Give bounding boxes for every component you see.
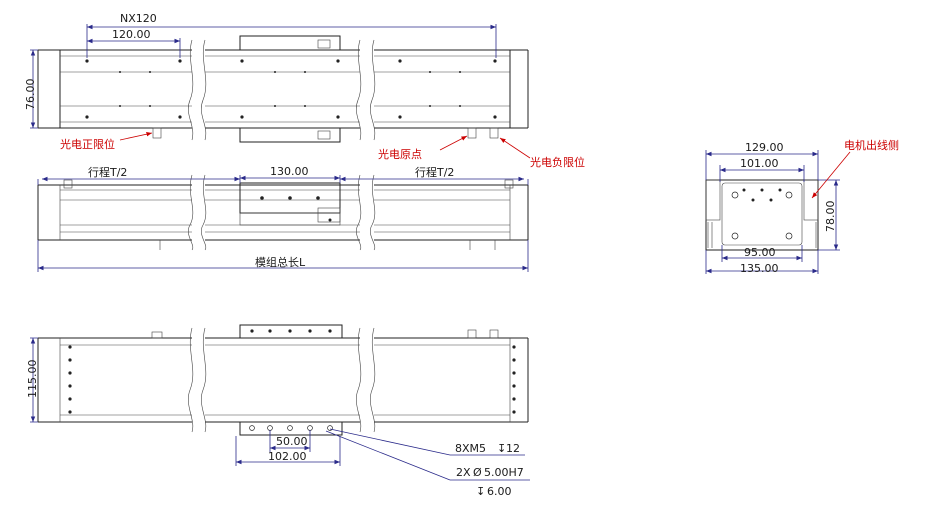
top-carriage [239, 35, 341, 143]
top-rail-body [37, 39, 529, 141]
width-76-label: 76.00 [24, 79, 37, 111]
side-rail-body [37, 174, 529, 251]
bottom-carriage [239, 324, 343, 436]
thread-depth: 12 [506, 442, 520, 455]
top-view: NX120 120.00 76.00 光电正限位 光电原点 光电负限位 [24, 12, 585, 169]
side-carriage [239, 182, 341, 226]
height-115-label: 115.00 [26, 360, 39, 399]
pin-note: 5.00H7 [484, 466, 524, 479]
limit-negative-label: 光电负限位 [530, 155, 585, 169]
pin-depth-symbol: ↧ [476, 485, 485, 498]
total-length-label: 模组总长L [255, 255, 306, 269]
bottom-rail-body [37, 327, 529, 433]
pitch-label: 120.00 [112, 28, 151, 41]
travel-right-label: 行程T/2 [415, 166, 454, 179]
width-135-label: 135.00 [740, 262, 779, 275]
origin-sensor-label: 光电原点 [378, 147, 422, 161]
thread-depth-symbol: ↧ [497, 442, 506, 455]
nx-label: NX120 [120, 12, 157, 25]
hole-span-label: 102.00 [268, 450, 307, 463]
travel-left-label: 行程T/2 [88, 166, 127, 179]
limit-positive-label: 光电正限位 [60, 137, 115, 151]
side-view: 行程T/2 130.00 行程T/2 模组总长L [37, 165, 529, 272]
pin-note-prefix: 2X [456, 466, 471, 479]
diameter-symbol: Ø [473, 466, 482, 479]
hole-spacing-label: 50.00 [276, 435, 308, 448]
pin-depth: 6.00 [487, 485, 512, 498]
top-holes [85, 59, 497, 119]
end-view: 129.00 101.00 78.00 95.00 135.00 电机出线侧 [705, 138, 899, 275]
motor-side-label: 电机出线侧 [844, 138, 899, 152]
bottom-end-holes [68, 345, 516, 414]
width-95-label: 95.00 [744, 246, 776, 259]
top-sensors [152, 127, 499, 139]
width-129-label: 129.00 [745, 141, 784, 154]
thread-note: 8XM5 [455, 442, 486, 455]
bottom-view: 115.00 50.00 102.00 8XM5 ↧ 12 2X Ø 5.00H… [26, 324, 530, 498]
carriage-length-label: 130.00 [270, 165, 309, 178]
height-78-label: 78.00 [824, 201, 837, 233]
width-101-label: 101.00 [740, 157, 779, 170]
